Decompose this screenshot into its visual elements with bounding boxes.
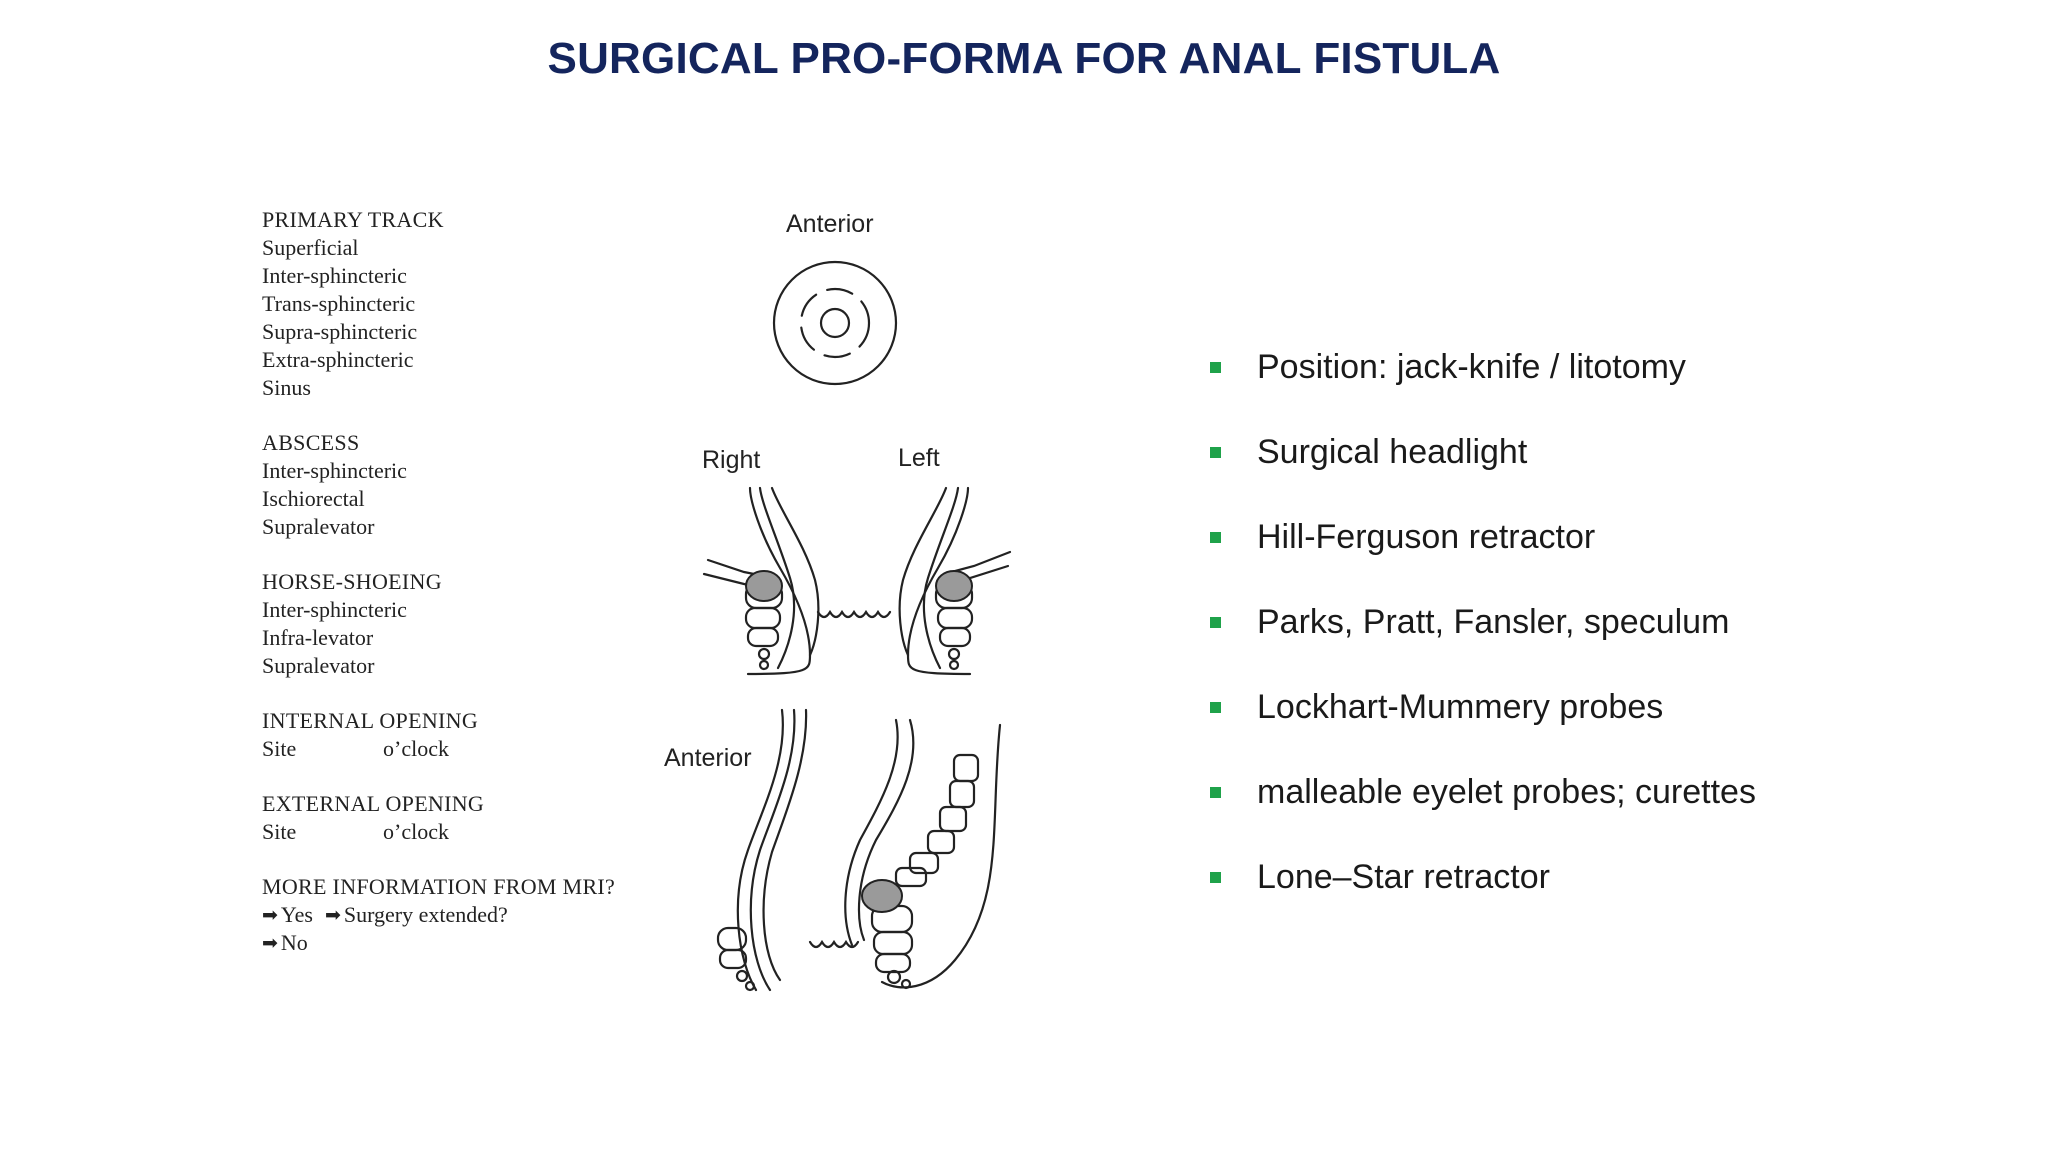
square-bullet-icon (1210, 447, 1221, 458)
mri-no-row: ➡ No (262, 929, 682, 957)
bullet-text: Surgical headlight (1257, 433, 1528, 471)
internal-opening-heading: INTERNAL OPENING (262, 708, 479, 733)
square-bullet-icon (1210, 872, 1221, 883)
bullet-text: Parks, Pratt, Fansler, speculum (1257, 603, 1730, 641)
primary-track-item: Extra-sphincteric (262, 347, 414, 372)
bullet-item: Parks, Pratt, Fansler, speculum (1210, 580, 1756, 665)
bullet-item: malleable eyelet probes; curettes (1210, 750, 1756, 835)
bullet-item: Surgical headlight (1210, 410, 1756, 495)
external-opening-site-row: Site o’clock (262, 818, 682, 846)
square-bullet-icon (1210, 362, 1221, 373)
clock-label: o’clock (383, 736, 449, 761)
horse-shoeing-item: Infra-levator (262, 625, 374, 650)
primary-track-item: Superficial (262, 235, 359, 260)
bullet-item: Position: jack-knife / litotomy (1210, 325, 1756, 410)
primary-track-item: Inter-sphincteric (262, 263, 407, 288)
label-anterior-sagittal: Anterior (664, 744, 752, 772)
slide-title: SURGICAL PRO-FORMA FOR ANAL FISTULA (547, 34, 1501, 83)
bullet-text: Hill-Ferguson retractor (1257, 518, 1596, 556)
primary-track-item: Supra-sphincteric (262, 319, 418, 344)
label-right: Right (702, 446, 760, 474)
mri-heading: MORE INFORMATION FROM MRI? (262, 874, 616, 899)
abscess-item: Ischiorectal (262, 486, 365, 511)
external-opening-section: EXTERNAL OPENING Site o’clock (262, 790, 682, 846)
mri-no-label: No (280, 930, 308, 955)
label-left: Left (898, 444, 940, 472)
square-bullet-icon (1210, 532, 1221, 543)
bullet-text: Lone–Star retractor (1257, 858, 1550, 896)
arrow-right-icon: ➡ (262, 932, 278, 954)
site-label: Site (262, 736, 297, 761)
shaded-abscess-marks (745, 570, 973, 913)
mri-yes-label: Yes (280, 902, 313, 927)
mri-extended-label: Surgery extended? (343, 902, 508, 927)
arrow-right-icon: ➡ (262, 904, 278, 926)
square-bullet-icon (1210, 702, 1221, 713)
abscess-section: ABSCESS Inter-sphincteric Ischiorectal S… (262, 429, 682, 541)
label-anterior-top: Anterior (786, 210, 874, 238)
mri-section: MORE INFORMATION FROM MRI? ➡ Yes ➡ Surge… (262, 873, 682, 957)
proforma-form: PRIMARY TRACK Superficial Inter-sphincte… (262, 206, 682, 984)
square-bullet-icon (1210, 787, 1221, 798)
square-bullet-icon (1210, 617, 1221, 628)
horse-shoeing-item: Supralevator (262, 653, 375, 678)
external-opening-heading: EXTERNAL OPENING (262, 791, 485, 816)
bullet-item: Lone–Star retractor (1210, 835, 1756, 920)
horse-shoeing-heading: HORSE-SHOEING (262, 569, 442, 594)
abscess-item: Inter-sphincteric (262, 458, 407, 483)
mri-yes-row: ➡ Yes ➡ Surgery extended? (262, 901, 682, 929)
bullet-text: Lockhart-Mummery probes (1257, 688, 1664, 726)
bullet-item: Lockhart-Mummery probes (1210, 665, 1756, 750)
primary-track-item: Sinus (262, 375, 311, 400)
bullet-text: Position: jack-knife / litotomy (1257, 348, 1686, 386)
primary-track-heading: PRIMARY TRACK (262, 207, 444, 232)
internal-opening-section: INTERNAL OPENING Site o’clock (262, 707, 682, 763)
fistula-diagram: Anterior Right Left Anterior (664, 210, 1012, 992)
bullet-text: malleable eyelet probes; curettes (1257, 773, 1756, 811)
internal-opening-site-row: Site o’clock (262, 735, 682, 763)
abscess-heading: ABSCESS (262, 430, 360, 455)
site-label: Site (262, 819, 297, 844)
abscess-item: Supralevator (262, 514, 375, 539)
equipment-bullet-list: Position: jack-knife / litotomy Surgical… (1210, 325, 1756, 920)
sagittal-section (716, 708, 1002, 992)
anal-canal-cross-section (772, 260, 898, 386)
primary-track-item: Trans-sphincteric (262, 291, 416, 316)
bullet-item: Hill-Ferguson retractor (1210, 495, 1756, 580)
clock-label: o’clock (383, 819, 449, 844)
horse-shoeing-section: HORSE-SHOEING Inter-sphincteric Infra-le… (262, 568, 682, 680)
horse-shoeing-item: Inter-sphincteric (262, 597, 407, 622)
primary-track-section: PRIMARY TRACK Superficial Inter-sphincte… (262, 206, 682, 402)
arrow-right-icon: ➡ (324, 904, 341, 926)
